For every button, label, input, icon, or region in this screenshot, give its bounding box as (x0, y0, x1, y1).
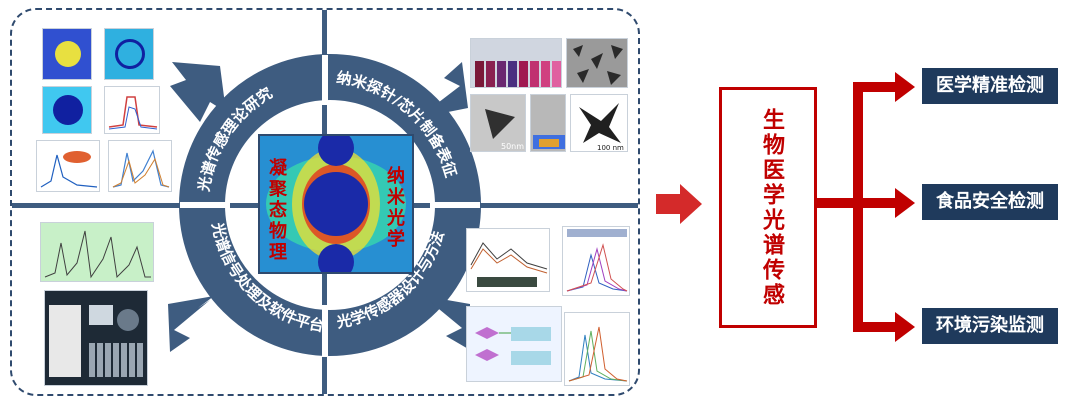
arrow-top-right-icon (418, 62, 468, 118)
arrow-bottom-right-icon (424, 296, 470, 350)
absorbance-chart-thumb (466, 228, 550, 292)
field-map-thumb-1 (42, 28, 92, 80)
vial-photo-thumb (470, 38, 562, 88)
core-label: 生物医学光谱传感 (759, 108, 784, 308)
field-map-thumb-3 (42, 86, 92, 134)
core-box: 生物医学光谱传感 (719, 87, 817, 328)
research-frame (10, 8, 640, 396)
center-right-text: 纳米光学 (387, 166, 405, 250)
software-ui-thumb (44, 290, 148, 386)
center-right-label: 纳米光学 (386, 166, 406, 250)
spectrum-thumb-1 (104, 86, 160, 134)
arrow-top-left-icon (170, 62, 226, 122)
tem-scale-label-2: 100 nm (597, 144, 624, 152)
spectrum-thumb-3 (108, 140, 172, 192)
tem-rainbow-thumb (530, 94, 566, 152)
center-left-label: 凝聚态物理 (268, 158, 288, 263)
application-tag-food: 食品安全检测 (922, 184, 1058, 220)
spectrum-thumb-2 (36, 140, 100, 192)
peak-chart-thumb-1 (562, 226, 630, 296)
tem-overview-thumb (566, 38, 628, 88)
application-tag-medical: 医学精准检测 (922, 68, 1058, 104)
center-left-text: 凝聚态物理 (269, 158, 287, 263)
arrow-bottom-left-icon (168, 296, 214, 352)
horizontal-divider-right (414, 203, 638, 208)
field-map-thumb-2 (104, 28, 154, 80)
tem-star-thumb: 100 nm (570, 94, 628, 152)
center-field-simulation: 凝聚态物理 纳米光学 (258, 134, 414, 274)
tem-triangle-thumb: 50nm (470, 94, 526, 152)
branch-connector (817, 72, 915, 342)
horizontal-divider-left (12, 203, 258, 208)
arrow-to-core-icon (656, 184, 702, 224)
signal-chart-thumb (40, 222, 154, 282)
peak-chart-thumb-2 (564, 312, 630, 386)
tem-scale-label-1: 50nm (501, 142, 524, 151)
application-tag-environment: 环境污染监测 (922, 308, 1058, 344)
sensor-diagram-thumb (466, 306, 562, 382)
